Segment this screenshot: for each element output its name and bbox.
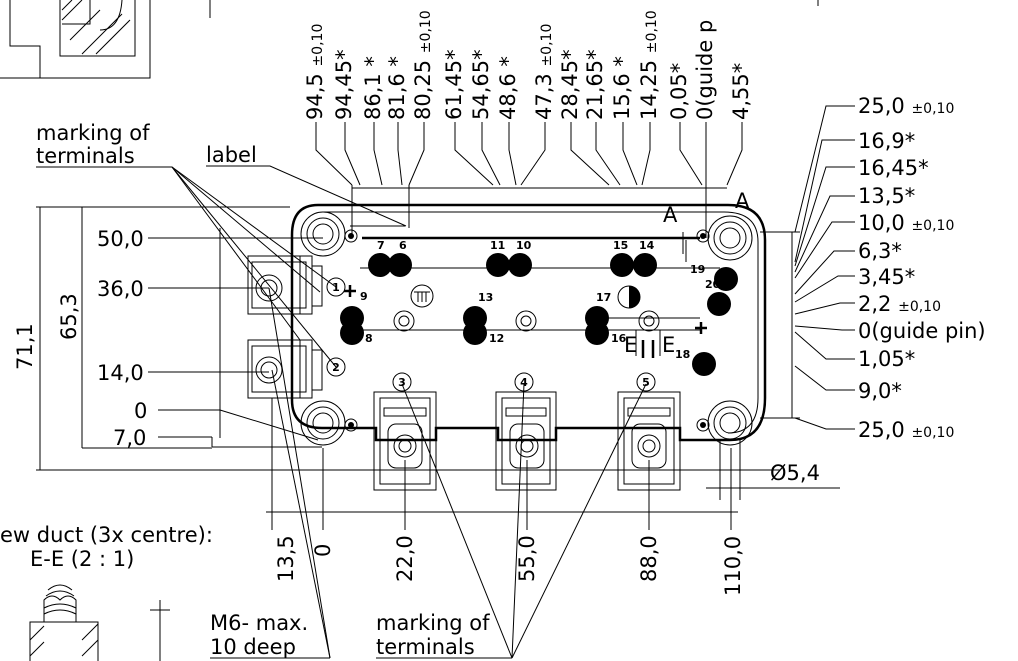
plus-markers xyxy=(344,285,707,334)
pin-label-7: 7 xyxy=(377,239,385,252)
bottom-terminals xyxy=(373,391,681,491)
notes: marking of terminals label ew duct (3x c… xyxy=(0,121,647,659)
top-dim-13: 0,05* xyxy=(667,63,691,120)
top-dimensions: 94,5 ±0,10 94,45* 86,1 * 81,6 * 80,25 ±0… xyxy=(303,10,753,120)
marker-symbol-right xyxy=(617,285,641,309)
top-dim-6: 54,65* xyxy=(469,49,493,120)
pin-label-17: 17 xyxy=(596,291,611,304)
mounting-hole-bottom-right xyxy=(707,400,753,446)
left-dim-4: 7,0 xyxy=(113,426,146,450)
terminal-number-1: 1 xyxy=(332,281,340,294)
transistor-symbol-left xyxy=(410,284,434,308)
height-dim-65: 65,3 xyxy=(57,293,81,340)
bottom-dim-2: 22,0 xyxy=(393,535,417,582)
pin-label-16: 16 xyxy=(611,332,627,345)
pin-label-10: 10 xyxy=(516,239,532,252)
note-screw-duct-2: E-E (2 : 1) xyxy=(30,547,134,571)
right-dim-0: 25,0 ±0,10 xyxy=(858,94,954,118)
pin-label-8: 8 xyxy=(365,332,373,345)
left-dim-3: 0 xyxy=(134,399,147,423)
terminal-number-2: 2 xyxy=(332,361,340,374)
right-dim-11: 25,0 ±0,10 xyxy=(858,418,954,442)
guide-pins xyxy=(344,229,710,432)
pin-label-6: 6 xyxy=(399,239,407,252)
bottom-dim-0: 13,5 xyxy=(274,535,298,582)
pin-label-19: 19 xyxy=(690,263,705,276)
right-dim-6: 3,45* xyxy=(858,265,915,289)
top-dim-7: 48,6 * xyxy=(496,56,520,120)
height-dim-71: 71,1 xyxy=(13,323,37,370)
terminal-number-5: 5 xyxy=(642,376,650,389)
internal-studs xyxy=(393,310,660,332)
left-dim-2: 14,0 xyxy=(97,361,144,385)
mounting-hole-top-left xyxy=(300,211,346,257)
top-dim-0: 94,5 ±0,10 xyxy=(303,24,327,120)
mounting-hole-top-right xyxy=(707,215,753,261)
pin-label-11: 11 xyxy=(490,239,505,252)
bottom-dim-1: 0 xyxy=(311,544,335,557)
note-m6-2: 10 deep xyxy=(210,635,296,659)
mounting-hole-bottom-left xyxy=(300,400,346,446)
section-view-screw-duct xyxy=(29,584,170,661)
right-dim-9: 1,05* xyxy=(858,347,915,371)
top-dim-3: 81,6 * xyxy=(385,56,409,120)
top-extension-lines xyxy=(315,122,743,238)
top-dim-1: 94,45* xyxy=(332,49,356,120)
right-dim-10: 9,0* xyxy=(858,379,902,403)
terminal-number-4: 4 xyxy=(520,376,528,389)
top-dim-12: 14,25 ±0,10 xyxy=(637,10,661,120)
right-dim-3: 13,5* xyxy=(858,184,915,208)
right-dim-8: 0(guide pin) xyxy=(858,319,986,343)
section-e-right: E xyxy=(662,333,675,357)
top-dim-15: 4,55* xyxy=(729,63,753,120)
top-dim-4: 80,25 ±0,10 xyxy=(411,10,435,120)
pin-label-14: 14 xyxy=(639,239,655,252)
right-dim-1: 16,9* xyxy=(858,129,915,153)
bottom-dim-5: 110,0 xyxy=(721,536,745,596)
top-dim-11: 15,6 * xyxy=(610,56,634,120)
side-terminals xyxy=(247,255,323,399)
diameter-dim: Ø5,4 xyxy=(770,461,820,485)
top-dim-14: 0(guide p xyxy=(693,20,717,120)
note-label: label xyxy=(206,143,257,167)
top-dim-8: 47,3 ±0,10 xyxy=(532,24,556,120)
note-marking-top-2: terminals xyxy=(36,144,135,168)
right-dim-5: 6,3* xyxy=(858,239,902,263)
pin-label-9: 9 xyxy=(360,290,368,303)
right-dim-7: 2,2 ±0,10 xyxy=(858,292,941,316)
note-marking-bottom-1: marking of xyxy=(376,611,490,635)
pin-label-13: 13 xyxy=(478,291,493,304)
note-m6-1: M6- max. xyxy=(210,611,308,635)
right-dimensions: 25,0 ±0,10 16,9* 16,45* 13,5* 10,0 ±0,10… xyxy=(706,94,986,500)
section-e-left: E xyxy=(624,333,637,357)
pin-label-12: 12 xyxy=(489,332,504,345)
aux-pins xyxy=(340,253,738,376)
pin-label-18: 18 xyxy=(675,348,690,361)
left-dim-1: 36,0 xyxy=(97,277,144,301)
section-view-top-left xyxy=(0,0,211,79)
note-marking-top-1: marking of xyxy=(36,121,150,145)
section-a-left: A xyxy=(663,203,678,227)
terminal-number-3: 3 xyxy=(398,376,406,389)
section-a-right: A xyxy=(735,189,750,213)
top-dim-9: 28,45* xyxy=(558,49,582,120)
top-dim-5: 61,45* xyxy=(442,49,466,120)
top-dim-2: 86,1 * xyxy=(361,56,385,120)
right-dim-4: 10,0 ±0,10 xyxy=(858,211,954,235)
left-dimensions: 50,0 36,0 14,0 0 7,0 71,1 65,3 xyxy=(13,206,780,471)
bottom-dim-3: 55,0 xyxy=(515,535,539,582)
top-dim-10: 21,65* xyxy=(583,49,607,120)
pin-label-15: 15 xyxy=(613,239,628,252)
pin-labels: 7 6 11 10 15 14 19 9 13 17 20 8 12 16 18 xyxy=(360,239,721,361)
bottom-dim-4: 88,0 xyxy=(637,535,661,582)
left-dim-0: 50,0 xyxy=(97,227,144,251)
note-marking-bottom-2: terminals xyxy=(376,635,475,659)
bottom-dimensions: 13,5 0 22,0 55,0 88,0 110,0 xyxy=(266,398,745,596)
right-dim-2: 16,45* xyxy=(858,156,929,180)
note-screw-duct-1: ew duct (3x centre): xyxy=(0,523,213,547)
pin-label-20: 20 xyxy=(705,278,721,291)
